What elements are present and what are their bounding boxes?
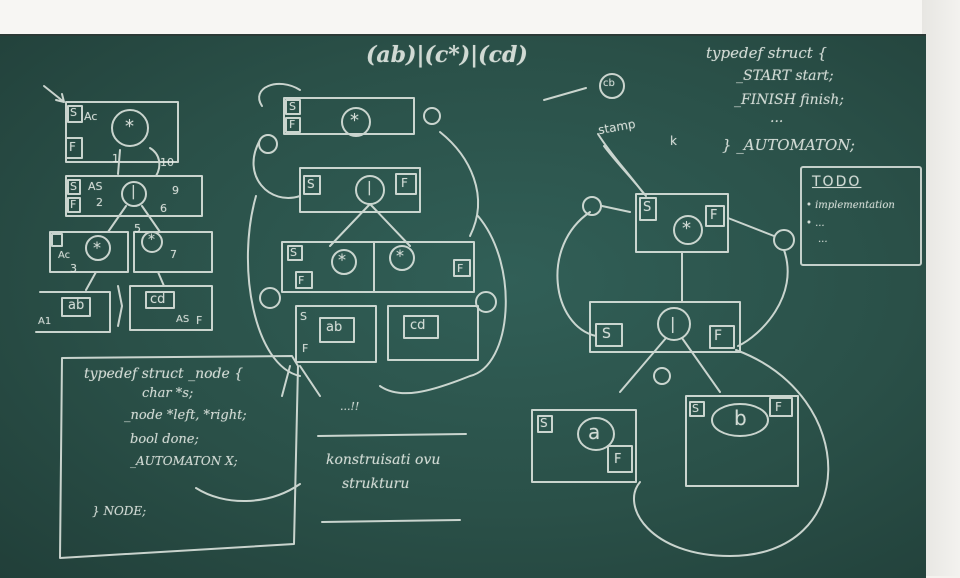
chalkboard: (ab)|(c*)|(cd) typedef struct { _START s… bbox=[0, 34, 926, 578]
label-star: * bbox=[93, 238, 101, 257]
label-num-3: 3 bbox=[70, 262, 77, 275]
label-ab: ab bbox=[326, 320, 343, 335]
typedef-automaton-end: } _AUTOMATON; bbox=[722, 136, 855, 154]
label-ab: ab bbox=[68, 298, 85, 313]
label-f: F bbox=[70, 198, 77, 211]
label-num-7: 7 bbox=[170, 248, 177, 261]
label-s: S bbox=[307, 177, 315, 191]
left-tree-diagram bbox=[35, 85, 213, 333]
middle-note-line-2: konstruisati ovu bbox=[326, 452, 441, 468]
label-f: F bbox=[710, 208, 718, 223]
wall-top bbox=[0, 0, 960, 36]
typedef-finish-field: _FINISH finish; bbox=[734, 92, 845, 108]
label-pipe: | bbox=[670, 314, 676, 333]
label-pipe: | bbox=[131, 184, 136, 200]
label-f: F bbox=[614, 452, 622, 467]
label-a1: A1 bbox=[38, 316, 52, 327]
label-num-9: 9 bbox=[172, 184, 179, 197]
label-num-1: 1 bbox=[112, 152, 119, 165]
label-star: * bbox=[350, 110, 359, 131]
typedef-start-line: typedef struct { bbox=[706, 44, 828, 62]
label-f: F bbox=[714, 328, 723, 344]
right-diagram bbox=[531, 73, 830, 557]
label-star: * bbox=[148, 232, 155, 248]
label-f: F bbox=[457, 262, 464, 275]
label-s: S bbox=[70, 180, 77, 193]
todo-item-2: • ... bbox=[806, 218, 825, 229]
node-typedef-box bbox=[59, 355, 299, 559]
label-a: a bbox=[588, 420, 601, 444]
label-s: S bbox=[540, 416, 548, 430]
label-cd: cd bbox=[150, 292, 166, 307]
wall-right bbox=[922, 0, 960, 576]
node-typedef-line-3: _node *left, *right; bbox=[124, 408, 247, 423]
label-k: k bbox=[670, 134, 677, 148]
label-num-6: 6 bbox=[160, 202, 167, 215]
label-s: S bbox=[643, 200, 652, 215]
label-num-10: 10 bbox=[160, 156, 174, 169]
label-f: F bbox=[302, 342, 309, 355]
label-num-2: 2 bbox=[96, 196, 103, 209]
label-ac: Ac bbox=[58, 250, 71, 261]
node-typedef-line-6: } NODE; bbox=[92, 504, 147, 518]
label-s: S bbox=[300, 310, 307, 323]
label-star: * bbox=[125, 116, 134, 137]
todo-item-3: ... bbox=[818, 234, 828, 245]
label-f: F bbox=[775, 400, 782, 414]
middle-diagram bbox=[246, 82, 507, 397]
todo-box bbox=[800, 166, 922, 266]
typedef-ellipsis: ... bbox=[770, 110, 784, 126]
label-s: S bbox=[290, 246, 297, 259]
node-typedef-line-1: typedef struct _node { bbox=[84, 366, 244, 382]
label-cd: cd bbox=[410, 318, 426, 333]
label-as: AS bbox=[88, 180, 103, 193]
label-s: S bbox=[602, 326, 611, 342]
regex-title: (ab)|(c*)|(cd) bbox=[366, 42, 528, 68]
todo-title: TODO bbox=[812, 174, 862, 190]
label-pipe: | bbox=[367, 180, 372, 196]
label-s: S bbox=[692, 402, 699, 415]
label-star: * bbox=[396, 246, 404, 265]
label-s: S bbox=[289, 100, 296, 113]
label-as: AS bbox=[176, 314, 190, 325]
label-s: S bbox=[70, 106, 77, 119]
label-num-5: 5 bbox=[134, 222, 141, 235]
node-typedef-line-2: char *s; bbox=[142, 386, 194, 401]
chalk-drawings bbox=[35, 73, 830, 559]
label-f: F bbox=[196, 314, 203, 327]
label-star: * bbox=[682, 218, 691, 239]
label-star: * bbox=[338, 250, 346, 269]
label-f: F bbox=[298, 274, 305, 287]
label-ac: Ac bbox=[84, 110, 98, 123]
label-b: b bbox=[734, 406, 747, 430]
label-f: F bbox=[69, 140, 76, 154]
todo-item-1: • implementation bbox=[806, 200, 895, 211]
middle-note-line-1: ...!! bbox=[340, 400, 360, 413]
label-f: F bbox=[401, 176, 408, 190]
node-typedef-line-4: bool done; bbox=[130, 432, 199, 447]
label-f: F bbox=[289, 118, 296, 131]
node-typedef-line-5: _AUTOMATON X; bbox=[130, 454, 238, 468]
label-cb: cb bbox=[603, 78, 615, 89]
middle-note-line-3: strukturu bbox=[342, 476, 410, 492]
typedef-start-field: _START start; bbox=[736, 68, 834, 84]
